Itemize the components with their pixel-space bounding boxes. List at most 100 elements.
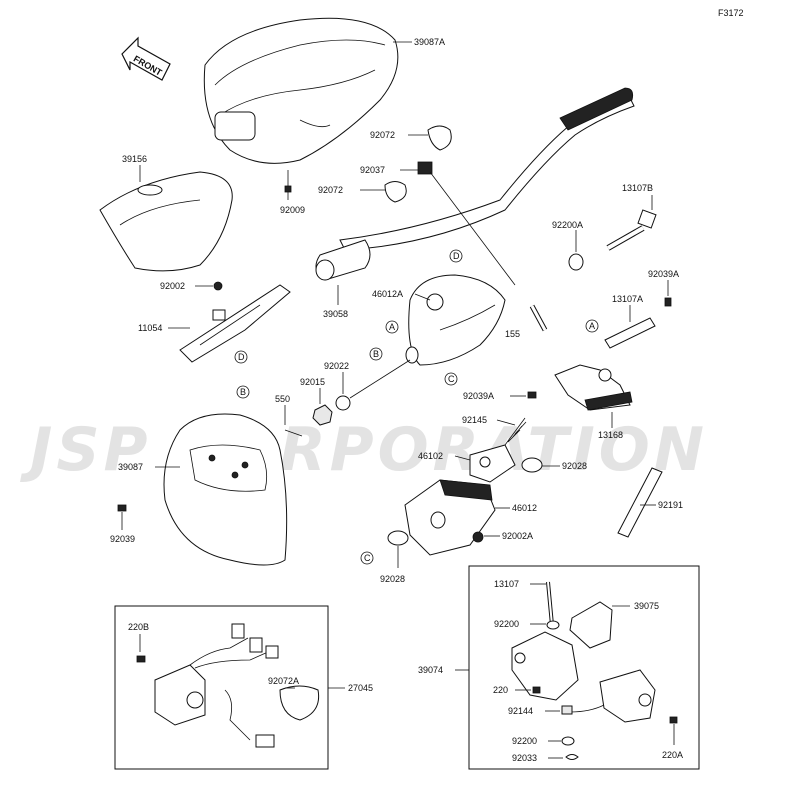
bracket-11054 [179, 284, 291, 363]
holder-46012A [405, 274, 506, 366]
bracket-13168 [554, 364, 633, 411]
switch-box [468, 565, 700, 770]
washer-92200-a-icon [546, 620, 560, 630]
spring-92144-icon [561, 705, 573, 715]
rod-92191-icon [617, 467, 663, 538]
washer-92022-icon [335, 395, 351, 411]
callout-D-bracket-label: D [238, 352, 245, 362]
spring-92145-icon [504, 417, 527, 446]
bolt-92002A-icon [472, 531, 484, 543]
label-92033: 92033 [512, 753, 537, 763]
label-155: 155 [505, 329, 520, 339]
label-13168: 13168 [598, 430, 623, 440]
watermark-text: JSP CORPORATION [20, 415, 708, 485]
screw-92039-icon [117, 504, 127, 512]
washer-92200A-icon [568, 253, 584, 271]
front-arrow-icon: FRONT [121, 36, 171, 81]
label-13107B: 13107B [622, 183, 653, 193]
label-92072A: 92072A [268, 676, 299, 686]
label-27045: 27045 [348, 683, 373, 693]
clip-92033-icon [565, 754, 579, 760]
callout-D-bracket [234, 350, 248, 364]
holder-46012 [404, 479, 496, 556]
callout-C-holder [444, 372, 458, 386]
pin-13107A-icon [604, 317, 656, 349]
clamp-92072-mid-icon [384, 181, 407, 203]
label-92028-right: 92028 [562, 461, 587, 471]
label-39074: 39074 [418, 665, 443, 675]
callout-A-holder-label: A [389, 322, 395, 332]
pin-550-icon [284, 429, 303, 437]
label-92191: 92191 [658, 500, 683, 510]
label-92072-top: 92072 [370, 130, 395, 140]
callout-D-top-label: D [453, 251, 460, 261]
switch-harness-assembly [154, 623, 320, 748]
label-92037: 92037 [360, 165, 385, 175]
diagram-code: F3172 [718, 8, 744, 18]
label-92022: 92022 [324, 361, 349, 371]
label-220A: 220A [662, 750, 683, 760]
callout-A-bracket [585, 319, 599, 333]
clamp-92072-top-icon [427, 125, 452, 151]
label-92200-a: 92200 [494, 619, 519, 629]
steering-cover-lower [163, 413, 288, 566]
nut-92015-icon [312, 404, 333, 426]
harness-box [114, 605, 329, 770]
label-92009: 92009 [280, 205, 305, 215]
bolt-92002-icon [213, 281, 223, 291]
meter-cover [99, 171, 233, 272]
label-92039A-mid: 92039A [463, 391, 494, 401]
label-220B: 220B [128, 622, 149, 632]
label-92028-bottom: 92028 [380, 574, 405, 584]
label-92072-mid: 92072 [318, 185, 343, 195]
switch-housing [511, 631, 579, 701]
washer-92028-bottom-icon [387, 530, 409, 546]
label-550: 550 [275, 394, 290, 404]
label-92039A-top: 92039A [648, 269, 679, 279]
screw-220-icon [532, 686, 541, 694]
callout-B-holder [369, 347, 383, 361]
label-92200-b: 92200 [512, 736, 537, 746]
label-39087A: 39087A [414, 37, 445, 47]
screw-92039A-top-icon [664, 297, 672, 307]
washer-92200-b-icon [561, 736, 575, 746]
label-92002: 92002 [160, 281, 185, 291]
label-46012: 46012 [512, 503, 537, 513]
bolt-13107B-icon [606, 209, 657, 251]
callout-C-washer [360, 551, 374, 565]
label-92144: 92144 [508, 706, 533, 716]
label-92200A: 92200A [552, 220, 583, 230]
switch-unit [569, 669, 656, 723]
callout-B-cover [236, 385, 250, 399]
callout-B-cover-label: B [240, 387, 246, 397]
part-92037-icon [417, 161, 433, 175]
callout-D-top [449, 249, 463, 263]
label-46012A: 46012A [372, 289, 403, 299]
label-13107A: 13107A [612, 294, 643, 304]
label-39058: 39058 [323, 309, 348, 319]
label-39156: 39156 [122, 154, 147, 164]
label-13107: 13107 [494, 579, 519, 589]
label-220: 220 [493, 685, 508, 695]
handlebar [315, 87, 635, 281]
label-92145: 92145 [462, 415, 487, 425]
label-92039: 92039 [110, 534, 135, 544]
callout-C-holder-label: C [448, 374, 455, 384]
washer-92028-right-icon [521, 457, 543, 473]
screw-92039A-mid-icon [527, 391, 537, 399]
screw-220B-icon [136, 655, 146, 663]
screw-92009-icon [284, 185, 292, 200]
handlebar-cover-upper [203, 17, 399, 164]
label-92015: 92015 [300, 377, 325, 387]
label-92002A: 92002A [502, 531, 533, 541]
label-46102: 46102 [418, 451, 443, 461]
pin-13107-icon [546, 581, 554, 626]
callout-A-bracket-label: A [589, 321, 595, 331]
callout-B-holder-label: B [373, 349, 379, 359]
screw-220A-icon [669, 716, 678, 724]
callout-A-holder [385, 320, 399, 334]
callout-C-washer-label: C [364, 553, 371, 563]
bracket-39075 [569, 601, 613, 649]
label-11054: 11054 [138, 323, 162, 333]
